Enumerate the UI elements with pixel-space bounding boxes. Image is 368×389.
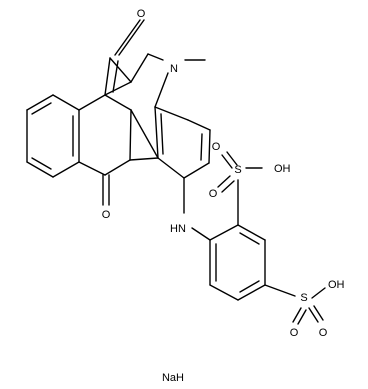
hydroxyl-bottom-label: OH [328,279,345,291]
sulfur-top-label: S [234,164,241,176]
lactam-oxygen-label: O [137,8,146,20]
amine-nh-label: HN [170,223,186,235]
ketone-oxygen-label: O [102,209,111,221]
sulfonyl-oxygen-top-b-label: O [209,188,218,200]
ring-nitrogen-label: N [170,63,178,75]
bonds [26,19,326,325]
counterion-label: NaH [162,372,184,384]
hydroxyl-top-label: OH [274,163,291,175]
sulfonyl-oxygen-bottom-b-label: O [319,327,328,339]
sulfonyl-oxygen-bottom-a-label: O [290,327,299,339]
atom-labels: O N O HN S O O OH S O O OH NaH [102,8,345,384]
sulfonyl-oxygen-top-a-label: O [212,141,221,153]
sulfur-bottom-label: S [300,292,307,304]
